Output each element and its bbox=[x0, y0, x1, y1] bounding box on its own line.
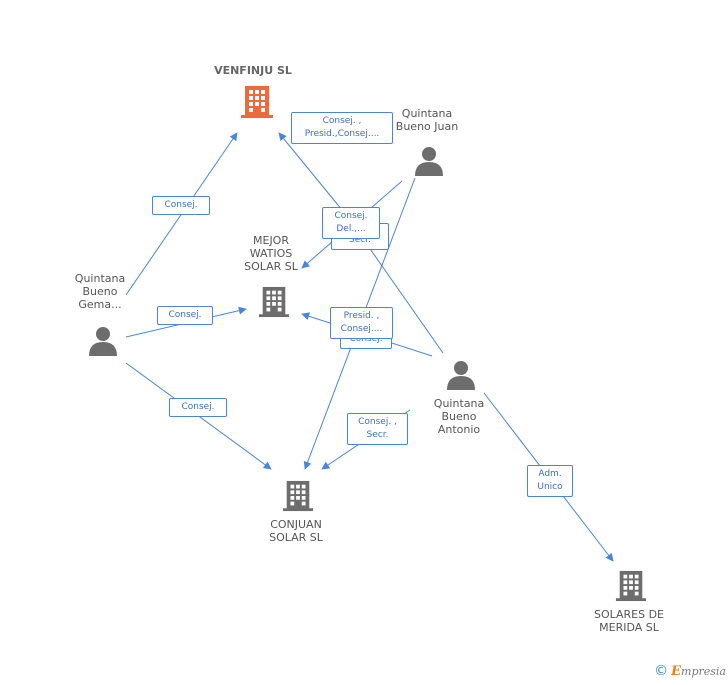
node-label-qb-gema[interactable]: Quintana Bueno Gema... bbox=[74, 272, 126, 311]
edge-label-antonio-mejor-a[interactable]: Presid. , Consej.... bbox=[330, 307, 393, 339]
brand-footer: ©Empresia bbox=[654, 663, 726, 679]
node-label-solares-merida[interactable]: SOLARES DE MERIDA SL bbox=[593, 608, 665, 634]
edge-label-antonio-merida[interactable]: Adm. Unico bbox=[527, 465, 573, 497]
node-label-qb-juan[interactable]: Quintana Bueno Juan bbox=[395, 107, 459, 133]
person-icon[interactable] bbox=[414, 146, 444, 176]
edge-juan-venfinju bbox=[278, 132, 348, 217]
edge-label-antonio-conjuan[interactable]: Consej. , Secr. bbox=[347, 413, 408, 445]
edge-label-juan-mejor[interactable]: Consej. Del.,... bbox=[322, 207, 380, 239]
brand-logo-e: E bbox=[671, 664, 682, 679]
brand-name: mpresia bbox=[681, 665, 726, 678]
edge-label-gema-mejor[interactable]: Consej. bbox=[157, 306, 213, 325]
node-label-venfinju[interactable]: VENFINJU SL bbox=[214, 64, 292, 77]
copyright-icon: © bbox=[654, 663, 669, 679]
building-icon[interactable] bbox=[240, 84, 274, 120]
building-icon[interactable] bbox=[282, 478, 314, 514]
edge-label-gema-venfinju[interactable]: Consej. bbox=[152, 196, 210, 215]
edge-label-gema-conjuan[interactable]: Consej. bbox=[169, 398, 227, 417]
edge-label-juan-venfinju[interactable]: Consej. , Presid.,Consej.... bbox=[291, 112, 393, 144]
building-icon[interactable] bbox=[258, 284, 290, 320]
building-icon[interactable] bbox=[615, 568, 647, 604]
person-icon[interactable] bbox=[88, 326, 118, 356]
person-icon[interactable] bbox=[446, 360, 476, 390]
node-label-mejor-watios[interactable]: MEJOR WATIOS SOLAR SL bbox=[244, 234, 298, 273]
node-label-conjuan[interactable]: CONJUAN SOLAR SL bbox=[269, 518, 323, 544]
node-label-qb-antonio[interactable]: Quintana Bueno Antonio bbox=[433, 397, 485, 436]
